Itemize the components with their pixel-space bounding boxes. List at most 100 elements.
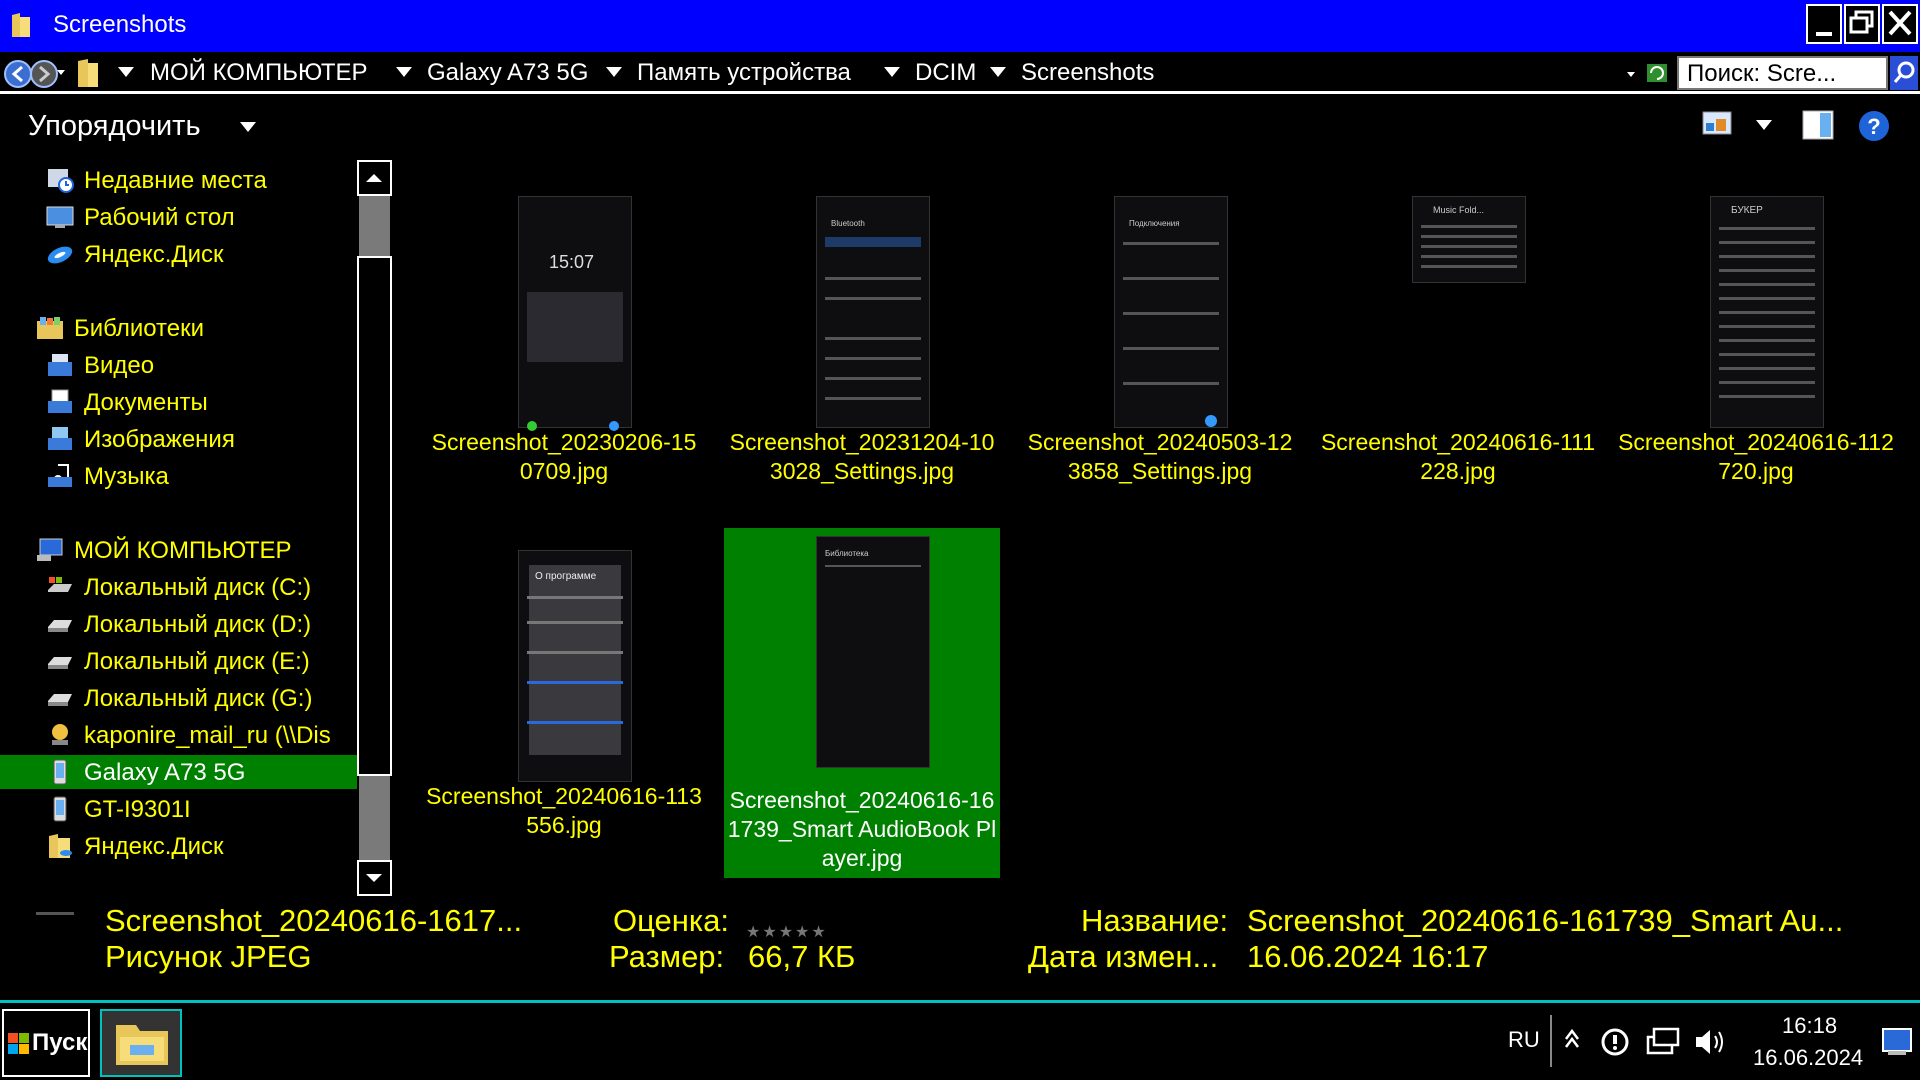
details-modified-label: Дата измен... xyxy=(1028,939,1219,974)
file-name: Screenshot_20231204-103028_Settings.jpg xyxy=(729,429,995,484)
details-title-value[interactable]: Screenshot_20240616-161739_Smart Au... xyxy=(1247,903,1844,938)
taskbar: Пуск RU 16:18 16.06.2024 xyxy=(0,1000,1920,1080)
search-icon xyxy=(1893,61,1915,83)
file-thumbnail: Bluetooth xyxy=(816,196,930,428)
sidebar-header-libraries[interactable]: Библиотеки xyxy=(0,311,357,345)
details-size-label: Размер: xyxy=(609,939,725,974)
forward-button[interactable] xyxy=(30,60,58,88)
crumb-separator-icon[interactable] xyxy=(990,67,1006,77)
file-thumbnail: Библиотека xyxy=(816,536,930,768)
chevron-up-icon xyxy=(366,174,382,182)
view-options-dropdown-icon[interactable] xyxy=(1756,120,1772,130)
file-tile[interactable]: БУКЕР Screenshot_20240616-112720.jpg xyxy=(1618,176,1894,524)
restore-button[interactable] xyxy=(1844,4,1880,44)
crumb-device-memory[interactable]: Память устройства xyxy=(637,59,851,86)
file-tile[interactable]: Music Fold... Screenshot_20240616-111228… xyxy=(1320,176,1596,524)
arrow-right-icon xyxy=(39,65,51,83)
sidebar-item-documents[interactable]: Документы xyxy=(0,385,357,419)
sidebar-item-desktop[interactable]: Рабочий стол xyxy=(0,200,357,234)
file-name: Screenshot_20240616-113556.jpg xyxy=(426,783,702,838)
file-tile[interactable]: О программе Screenshot_20240616-113556.j… xyxy=(426,530,702,878)
sidebar-header-my-computer[interactable]: МОЙ КОМПЬЮТЕР xyxy=(0,533,357,567)
crumb-separator-icon[interactable] xyxy=(606,67,622,77)
crumb-my-computer[interactable]: МОЙ КОМПЬЮТЕР xyxy=(150,59,368,86)
minimize-button[interactable] xyxy=(1806,4,1842,44)
close-icon xyxy=(1888,10,1912,36)
file-name: Screenshot_20230206-150709.jpg xyxy=(431,429,697,484)
file-tile[interactable]: Библиотека Screenshot_20240616-161739_Sm… xyxy=(724,528,1000,878)
view-options-icon[interactable] xyxy=(1702,111,1732,135)
details-title-label: Название: xyxy=(1081,903,1229,938)
system-drive-icon xyxy=(48,577,72,592)
phone-icon xyxy=(53,759,67,785)
sidebar-item-images[interactable]: Изображения xyxy=(0,422,357,456)
show-desktop-icon[interactable] xyxy=(1882,1025,1912,1059)
details-size-value: 66,7 КБ xyxy=(748,939,856,974)
rating-stars[interactable]: ★★★★★ xyxy=(746,924,828,941)
scroll-down-button[interactable] xyxy=(357,860,392,896)
back-button[interactable] xyxy=(4,60,32,88)
clock-time[interactable]: 16:18 xyxy=(1782,1013,1838,1038)
images-icon xyxy=(48,427,72,450)
scroll-up-button[interactable] xyxy=(357,160,392,196)
file-tile[interactable]: Подключения Screenshot_20240503-123858_S… xyxy=(1022,176,1298,524)
details-modified-value[interactable]: 16.06.2024 16:17 xyxy=(1247,939,1489,974)
music-icon xyxy=(48,464,72,487)
file-thumbnail: Подключения xyxy=(1114,196,1228,428)
sidebar-item-gt-i9301i[interactable]: GT-I9301I xyxy=(0,792,357,826)
documents-icon xyxy=(48,389,72,413)
thumbnail-caption: 15:07 xyxy=(549,252,595,272)
window-title: Screenshots xyxy=(53,11,187,38)
help-icon[interactable]: ? xyxy=(1858,110,1890,142)
chevron-up-icon[interactable] xyxy=(1562,1025,1582,1053)
details-thumbnail xyxy=(36,910,76,980)
network-drive-icon xyxy=(52,724,68,745)
title-bar: Screenshots xyxy=(0,0,1920,52)
restore-icon xyxy=(1849,10,1874,34)
sidebar-item-video[interactable]: Видео xyxy=(0,348,357,382)
explorer-taskbar-button[interactable] xyxy=(100,1009,182,1077)
search-input[interactable]: Поиск: Scre... xyxy=(1677,56,1888,90)
explorer-icon xyxy=(116,1025,168,1065)
sidebar-item-drive-d[interactable]: Локальный диск (D:) xyxy=(0,607,357,641)
clock-date[interactable]: 16.06.2024 xyxy=(1753,1045,1864,1070)
drive-icon xyxy=(48,694,72,706)
arrow-left-icon xyxy=(11,65,23,83)
sidebar-item-music[interactable]: Музыка xyxy=(0,459,357,493)
crumb-dcim[interactable]: DCIM xyxy=(915,59,977,86)
sidebar-item-drive-g[interactable]: Локальный диск (G:) xyxy=(0,681,357,715)
crumb-separator-icon[interactable] xyxy=(396,67,412,77)
sidebar-item-drive-e[interactable]: Локальный диск (E:) xyxy=(0,644,357,678)
language-indicator[interactable]: RU xyxy=(1508,1027,1540,1052)
search-button[interactable] xyxy=(1890,56,1918,90)
sidebar-item-network-drive[interactable]: kaponire_mail_ru (\\Dis xyxy=(0,718,357,752)
crumb-screenshots[interactable]: Screenshots xyxy=(1021,59,1155,86)
file-tile[interactable]: Bluetooth Screenshot_20231204-103028_Set… xyxy=(724,176,1000,524)
drive-icon xyxy=(48,657,72,669)
start-button[interactable]: Пуск xyxy=(2,1009,90,1077)
security-icon[interactable] xyxy=(1600,1027,1630,1057)
crumb-separator-icon[interactable] xyxy=(118,67,134,77)
sidebar-item-yandex-disk[interactable]: Яндекс.Диск xyxy=(0,237,357,271)
network-icon[interactable] xyxy=(1646,1027,1680,1057)
sidebar-item-drive-c[interactable]: Локальный диск (C:) xyxy=(0,570,357,604)
sidebar-item-yandex-disk-folder[interactable]: Яндекс.Диск xyxy=(0,829,357,863)
refresh-icon[interactable] xyxy=(1647,64,1667,82)
volume-icon[interactable] xyxy=(1694,1027,1728,1057)
svg-text:?: ? xyxy=(1867,114,1880,139)
sidebar-item-galaxy-a73[interactable]: Galaxy A73 5G xyxy=(0,755,357,789)
preview-pane-icon[interactable] xyxy=(1802,110,1834,140)
file-tile[interactable]: 15:07 Screenshot_20230206-150709.jpg xyxy=(426,176,702,524)
history-dropdown-icon[interactable] xyxy=(57,70,65,75)
close-button[interactable] xyxy=(1882,4,1918,44)
folder-icon xyxy=(78,59,98,87)
thumbnail-caption: Music Fold... xyxy=(1433,205,1485,215)
address-dropdown-icon[interactable] xyxy=(1627,72,1635,77)
crumb-separator-icon[interactable] xyxy=(884,67,900,77)
scrollbar-thumb[interactable] xyxy=(357,256,392,776)
organize-menu[interactable]: Упорядочить xyxy=(28,110,201,142)
crumb-galaxy-a73[interactable]: Galaxy A73 5G xyxy=(427,59,589,86)
drive-icon xyxy=(48,620,72,632)
chevron-down-icon[interactable] xyxy=(240,122,256,132)
sidebar-item-recent-places[interactable]: Недавние места xyxy=(0,163,357,197)
